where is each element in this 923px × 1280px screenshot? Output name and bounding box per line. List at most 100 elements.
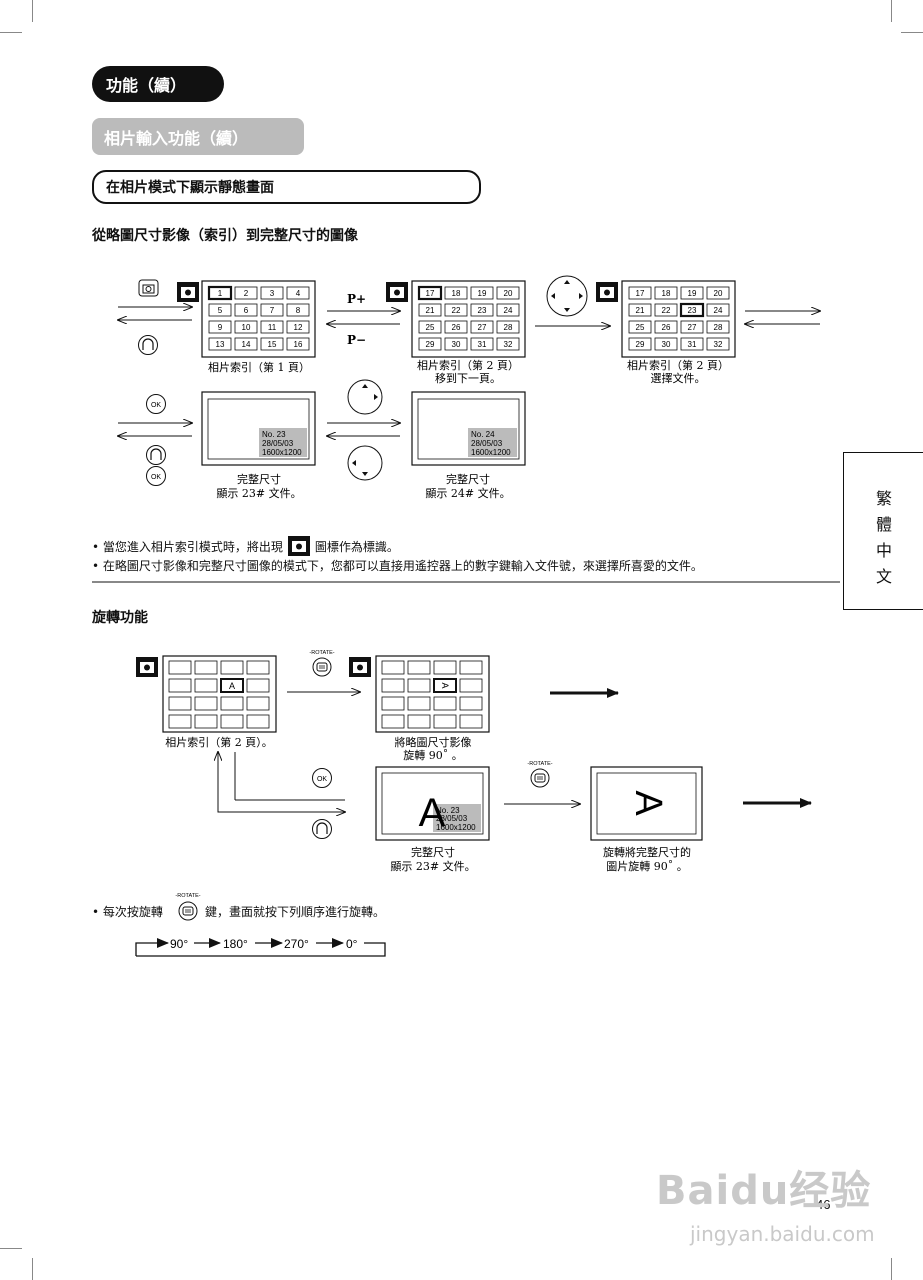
- index-cell[interactable]: [407, 678, 431, 693]
- index-cell[interactable]: [246, 696, 270, 711]
- index-cell[interactable]: [194, 696, 218, 711]
- index-cell[interactable]: [260, 303, 284, 317]
- crop-mark: [0, 32, 22, 33]
- index-cell[interactable]: [706, 337, 730, 351]
- index-cell[interactable]: [628, 320, 652, 334]
- index-cell[interactable]: [194, 678, 218, 693]
- index-cell[interactable]: [470, 337, 494, 351]
- index-cell[interactable]: [260, 320, 284, 334]
- index-cell[interactable]: [234, 320, 258, 334]
- full-caption-line2: 顯示 23# 文件。: [390, 859, 475, 873]
- index-cell[interactable]: [381, 696, 405, 711]
- index-cell[interactable]: [208, 320, 232, 334]
- index-cell[interactable]: [286, 337, 310, 351]
- index-cell[interactable]: [286, 286, 310, 300]
- file-info-box: [468, 428, 517, 457]
- index-cell[interactable]: [444, 303, 468, 317]
- index-cell[interactable]: [654, 303, 678, 317]
- full1-caption-line2: 顯示 23# 文件。: [216, 486, 301, 500]
- index-cell[interactable]: [470, 303, 494, 317]
- index-cell[interactable]: [246, 660, 270, 675]
- index-cell[interactable]: [208, 303, 232, 317]
- index-cell[interactable]: [654, 337, 678, 351]
- full1-caption-line1: 完整尺寸: [237, 472, 281, 486]
- index-cell[interactable]: [381, 678, 405, 693]
- index-cell[interactable]: [168, 714, 192, 729]
- index-cell-number: 20: [714, 289, 723, 298]
- index-cell[interactable]: [680, 337, 704, 351]
- index-cell[interactable]: [496, 286, 520, 300]
- index-cell-number: 23: [688, 306, 697, 315]
- index-cell[interactable]: [194, 714, 218, 729]
- note-text: 圖標作為標識。: [314, 539, 399, 554]
- index-cell[interactable]: [220, 660, 244, 675]
- index-cell[interactable]: [260, 286, 284, 300]
- full-caption-line1: 完整尺寸: [411, 845, 455, 859]
- index-cell[interactable]: [444, 286, 468, 300]
- index-cell[interactable]: [444, 337, 468, 351]
- index-cell[interactable]: [168, 660, 192, 675]
- index-cell[interactable]: [459, 678, 483, 693]
- index-cell[interactable]: [706, 303, 730, 317]
- camera-mode-icon: [596, 282, 618, 302]
- index-cell[interactable]: [433, 714, 457, 729]
- index-cell[interactable]: [220, 714, 244, 729]
- index-cell[interactable]: [418, 337, 442, 351]
- index-cell[interactable]: [459, 660, 483, 675]
- index-cell[interactable]: [628, 303, 652, 317]
- index-cell[interactable]: [706, 320, 730, 334]
- index-cell[interactable]: [680, 320, 704, 334]
- index-cell[interactable]: [381, 660, 405, 675]
- index-cell[interactable]: [496, 337, 520, 351]
- index-cell[interactable]: [246, 714, 270, 729]
- index-cell[interactable]: [459, 714, 483, 729]
- index-cell[interactable]: [220, 678, 244, 693]
- index-cell[interactable]: [470, 320, 494, 334]
- ok-button-label: OK: [151, 474, 161, 481]
- index-cell[interactable]: [706, 286, 730, 300]
- index-cell[interactable]: [418, 303, 442, 317]
- index-cell-number: 30: [662, 340, 671, 349]
- index-cell[interactable]: [444, 320, 468, 334]
- index-cell[interactable]: [459, 696, 483, 711]
- index-cell[interactable]: [381, 714, 405, 729]
- index-cell[interactable]: [246, 678, 270, 693]
- index-cell[interactable]: [680, 286, 704, 300]
- index-cell[interactable]: [194, 660, 218, 675]
- index-cell[interactable]: [496, 320, 520, 334]
- rotation-step: 270°: [284, 937, 309, 951]
- crop-mark: [901, 32, 923, 33]
- index-cell-number: 2: [244, 289, 249, 298]
- index-cell[interactable]: [407, 660, 431, 675]
- index-cell[interactable]: [168, 678, 192, 693]
- index-cell[interactable]: [208, 337, 232, 351]
- index-cell[interactable]: [417, 285, 443, 301]
- index-cell[interactable]: [433, 696, 457, 711]
- index-cell[interactable]: [286, 320, 310, 334]
- index-cell[interactable]: [654, 320, 678, 334]
- page-number: 46: [816, 1197, 831, 1212]
- index-cell[interactable]: [234, 337, 258, 351]
- index-cell[interactable]: [628, 337, 652, 351]
- picture-letter: A: [419, 791, 446, 835]
- index-cell[interactable]: [433, 660, 457, 675]
- index-cell[interactable]: [418, 320, 442, 334]
- index-cell[interactable]: [207, 285, 233, 301]
- index-cell[interactable]: [496, 303, 520, 317]
- index-cell-number: 27: [688, 323, 697, 332]
- index-cell[interactable]: [654, 286, 678, 300]
- index-cell[interactable]: [168, 696, 192, 711]
- index-cell[interactable]: [286, 303, 310, 317]
- index-cell[interactable]: [679, 302, 705, 318]
- index-cell[interactable]: [234, 286, 258, 300]
- file-info-line: 28/05/03: [471, 439, 503, 448]
- index-cell[interactable]: [220, 696, 244, 711]
- index-cell[interactable]: [407, 696, 431, 711]
- index-cell[interactable]: [628, 286, 652, 300]
- index-cell[interactable]: [260, 337, 284, 351]
- index-cell[interactable]: [234, 303, 258, 317]
- index-cell[interactable]: [433, 678, 457, 693]
- index-cell[interactable]: [470, 286, 494, 300]
- return-button-icon: [146, 445, 166, 465]
- index-cell[interactable]: [407, 714, 431, 729]
